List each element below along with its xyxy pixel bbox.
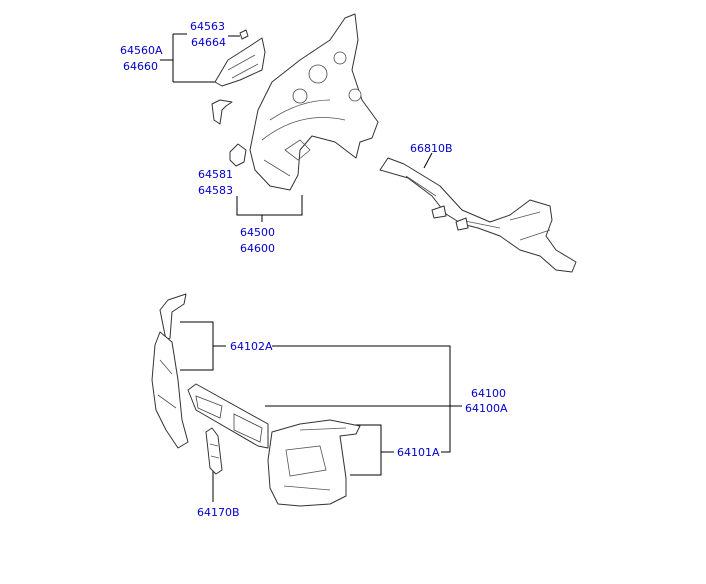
part-64500: [249, 13, 379, 191]
part-label-64583[interactable]: 64583: [198, 184, 233, 197]
part-label-64560A[interactable]: 64560A: [120, 44, 163, 57]
part-label-64581[interactable]: 64581: [198, 168, 233, 181]
part-label-64102A[interactable]: 64102A: [230, 340, 273, 353]
part-label-64600[interactable]: 64600: [240, 242, 275, 255]
part-64102A: [151, 293, 189, 449]
part-label-64664[interactable]: 64664: [191, 36, 226, 49]
part-label-64660[interactable]: 64660: [123, 60, 158, 73]
part-label-64100[interactable]: 64100: [471, 387, 506, 400]
part-64583: [229, 143, 247, 167]
part-label-66810B[interactable]: 66810B: [410, 142, 453, 155]
part-label-64170B[interactable]: 64170B: [197, 506, 240, 519]
part-64563: [239, 29, 249, 40]
leader-lines: [160, 33, 462, 502]
part-label-64101A[interactable]: 64101A: [397, 446, 440, 459]
part-64581: [211, 99, 233, 125]
part-64560A: [214, 37, 266, 87]
part-66810B: [379, 157, 577, 273]
part-label-64500[interactable]: 64500: [240, 226, 275, 239]
part-label-64100A[interactable]: 64100A: [465, 402, 508, 415]
part-64100: [187, 383, 269, 449]
part-64101A: [267, 419, 361, 507]
part-label-64563[interactable]: 64563: [190, 20, 225, 33]
part-64170B: [205, 427, 223, 475]
